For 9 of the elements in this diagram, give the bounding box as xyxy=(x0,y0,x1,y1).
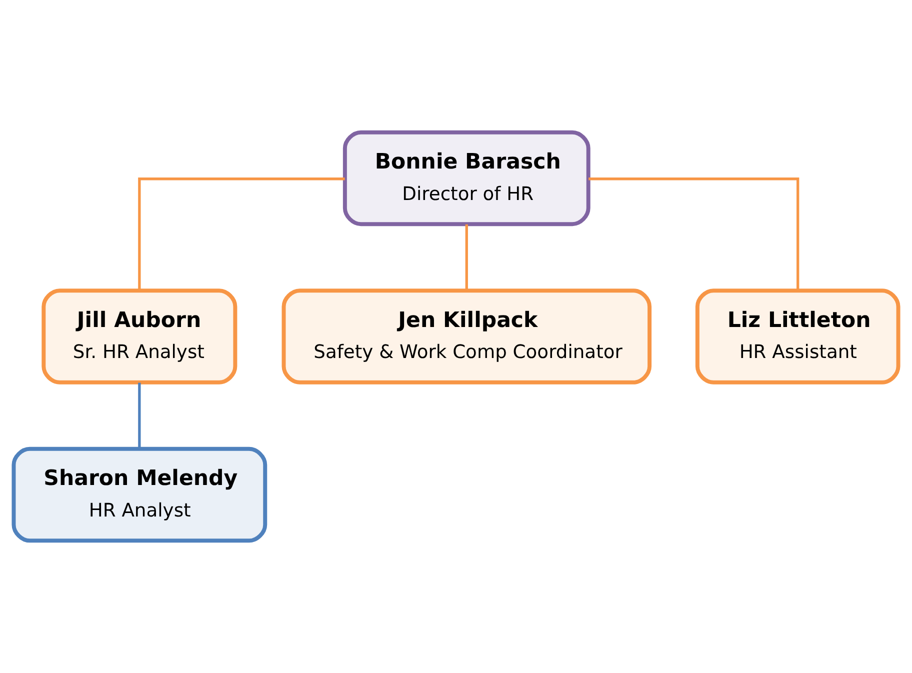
connector xyxy=(465,224,468,290)
connector xyxy=(138,178,345,290)
node-box: Jen Killpack Safety & Work Comp Coordinator xyxy=(282,288,652,384)
connector xyxy=(138,382,141,449)
connector xyxy=(588,178,800,290)
node-box: Liz Littleton HR Assistant xyxy=(695,288,900,384)
node-box: Bonnie Barasch Director of HR xyxy=(342,130,590,226)
node-box: Sharon Melendy HR Analyst xyxy=(12,446,268,543)
node-box: Jill Auborn Sr. HR Analyst xyxy=(42,288,238,384)
